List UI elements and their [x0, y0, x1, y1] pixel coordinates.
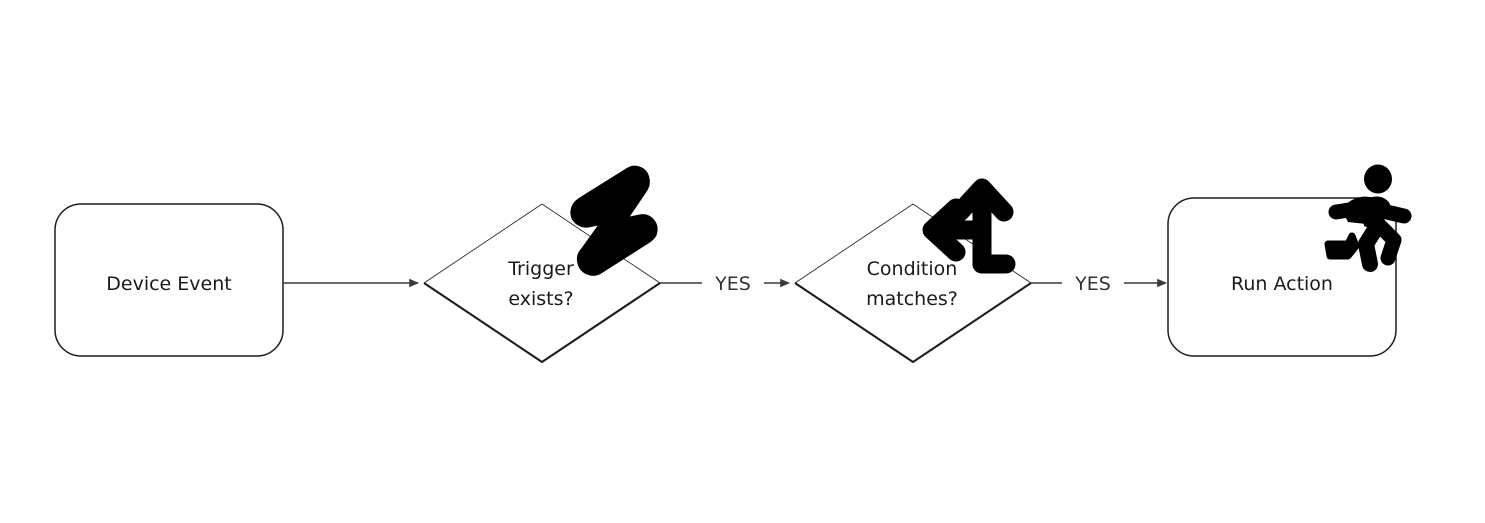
node-trigger-exists[interactable]: Trigger exists?: [423, 165, 661, 364]
trigger-exists-label-line2: exists?: [508, 288, 573, 310]
trigger-exists-shape-lower[interactable]: [423, 282, 661, 364]
running-person-icon: [1324, 164, 1412, 272]
edge-condition-to-action-label: YES: [1074, 273, 1111, 295]
device-event-label: Device Event: [106, 273, 231, 295]
condition-matches-shape-lower[interactable]: [794, 282, 1032, 364]
node-condition-matches[interactable]: Condition matches?: [794, 178, 1032, 364]
condition-matches-label-line2: matches?: [866, 288, 958, 310]
trigger-exists-label-line1: Trigger: [507, 258, 574, 280]
condition-matches-label-line1: Condition: [867, 258, 958, 280]
edge-trigger-to-condition: YES: [660, 273, 790, 295]
branch-arrow-icon: [922, 178, 1016, 274]
lightning-bolt-icon: [570, 165, 658, 276]
node-run-action[interactable]: Run Action: [1167, 164, 1412, 357]
run-action-label: Run Action: [1231, 273, 1333, 295]
run-action-shape[interactable]: [1167, 197, 1397, 357]
edge-condition-to-action: YES: [1031, 273, 1167, 295]
edge-trigger-to-condition-label: YES: [714, 273, 751, 295]
device-event-shape[interactable]: [54, 203, 284, 357]
node-device-event[interactable]: Device Event: [54, 203, 284, 357]
